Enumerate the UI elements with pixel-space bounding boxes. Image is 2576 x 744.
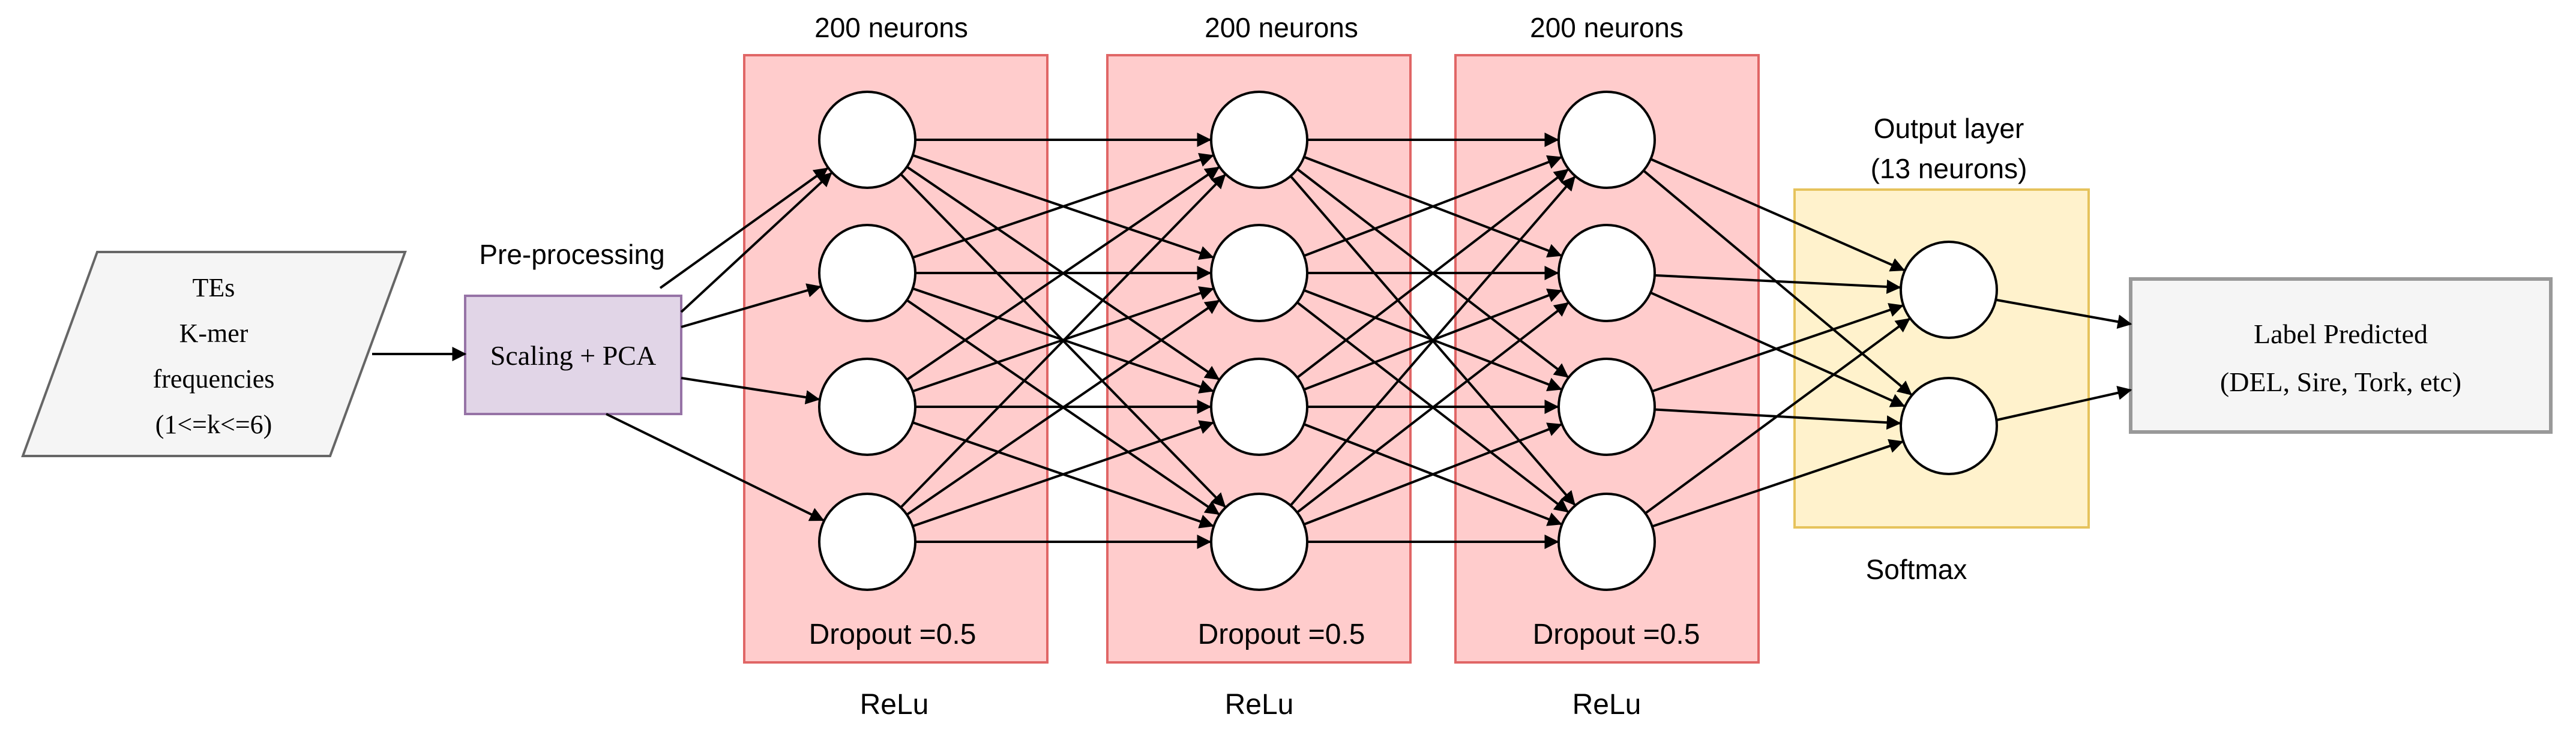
input-data-shape <box>21 251 407 457</box>
edge-l3-out-1-1 <box>1650 158 1906 272</box>
edge-l3-out-4-2 <box>1652 439 1904 528</box>
edge-l2-l3-4-1 <box>1289 176 1575 506</box>
edge-l1-l2-4-3 <box>912 420 1214 527</box>
input-label-line-1: TEs <box>193 273 235 302</box>
hidden-layer-1-activation-label: ReLu <box>860 689 929 721</box>
edge-l2-l3-3-1 <box>1296 169 1569 379</box>
neuron-out-1 <box>1900 241 1998 339</box>
output-layer-title-line-2: (13 neurons) <box>1871 153 2027 184</box>
output-layer-title-line-1: Output layer <box>1874 113 2024 144</box>
edge-pre-to-l1-3 <box>681 377 820 405</box>
neuron-l2-3 <box>1210 358 1308 456</box>
edge-pre-to-l1-1 <box>680 172 832 313</box>
input-label-line-4: (1<=k<=6) <box>155 410 272 439</box>
neurons <box>818 91 1998 591</box>
edge-out2-to-result <box>1996 386 2132 421</box>
edge-l3-out-4-1 <box>1645 318 1910 515</box>
input-label-line-3: frequencies <box>153 364 275 394</box>
output-layer-activation-label: Softmax <box>1866 554 1967 585</box>
result-box <box>2129 277 2553 434</box>
neuron-l2-2 <box>1210 224 1308 322</box>
edge-l1-l2-3-1 <box>906 166 1220 381</box>
edge-l2-l3-2-1 <box>1303 155 1562 257</box>
neuron-l3-3 <box>1557 358 1656 456</box>
edge-out1-to-result <box>1996 299 2132 329</box>
neuron-l3-2 <box>1557 224 1656 322</box>
edge-l3-out-3-1 <box>1652 303 1904 392</box>
neuron-l2-1 <box>1210 91 1308 189</box>
edge-l2-l3-4-2 <box>1296 302 1569 514</box>
edge-pre-title-to-l1-1 <box>659 167 829 289</box>
neuron-l1-3 <box>818 358 916 456</box>
edge-l1-l2-4-2 <box>906 299 1220 516</box>
connection-edges <box>372 133 2132 549</box>
hidden-layer-1-dropout-label: Dropout =0.5 <box>809 619 977 650</box>
hidden-layer-3-neurons-label: 200 neurons <box>1530 12 1684 43</box>
neuron-l1-4 <box>818 493 916 591</box>
hidden-layer-2-dropout-label: Dropout =0.5 <box>1198 619 1365 650</box>
hidden-layer-2-activation-label: ReLu <box>1225 689 1294 721</box>
edge-l2-l3-4-3 <box>1303 422 1562 526</box>
result-label-line-2: (DEL, Sire, Tork, etc) <box>2220 367 2461 397</box>
neuron-l3-4 <box>1557 493 1656 591</box>
preprocess-title: Pre-processing <box>479 239 664 270</box>
edge-l1-l2-4-1 <box>900 174 1226 509</box>
neuron-l2-4 <box>1210 493 1308 591</box>
preprocess-label: Scaling + PCA <box>490 340 656 371</box>
neuron-l3-1 <box>1557 91 1656 189</box>
neuron-out-2 <box>1900 377 1998 475</box>
hidden-layer-3-activation-label: ReLu <box>1572 689 1642 721</box>
hidden-layer-1-neurons-label: 200 neurons <box>814 12 968 43</box>
neuron-l1-2 <box>818 224 916 322</box>
hidden-layer-2-neurons-label: 200 neurons <box>1205 12 1358 43</box>
input-label-line-2: K-mer <box>179 319 248 348</box>
hidden-layer-3-dropout-label: Dropout =0.5 <box>1533 619 1700 650</box>
edge-l1-l2-2-1 <box>912 152 1214 259</box>
edge-pre-to-l1-4 <box>606 413 825 521</box>
edge-pre-to-l1-2 <box>681 283 822 328</box>
result-label-line-1: Label Predicted <box>2254 319 2428 349</box>
edge-l3-out-2-1 <box>1654 274 1901 294</box>
neuron-l1-1 <box>818 91 916 189</box>
